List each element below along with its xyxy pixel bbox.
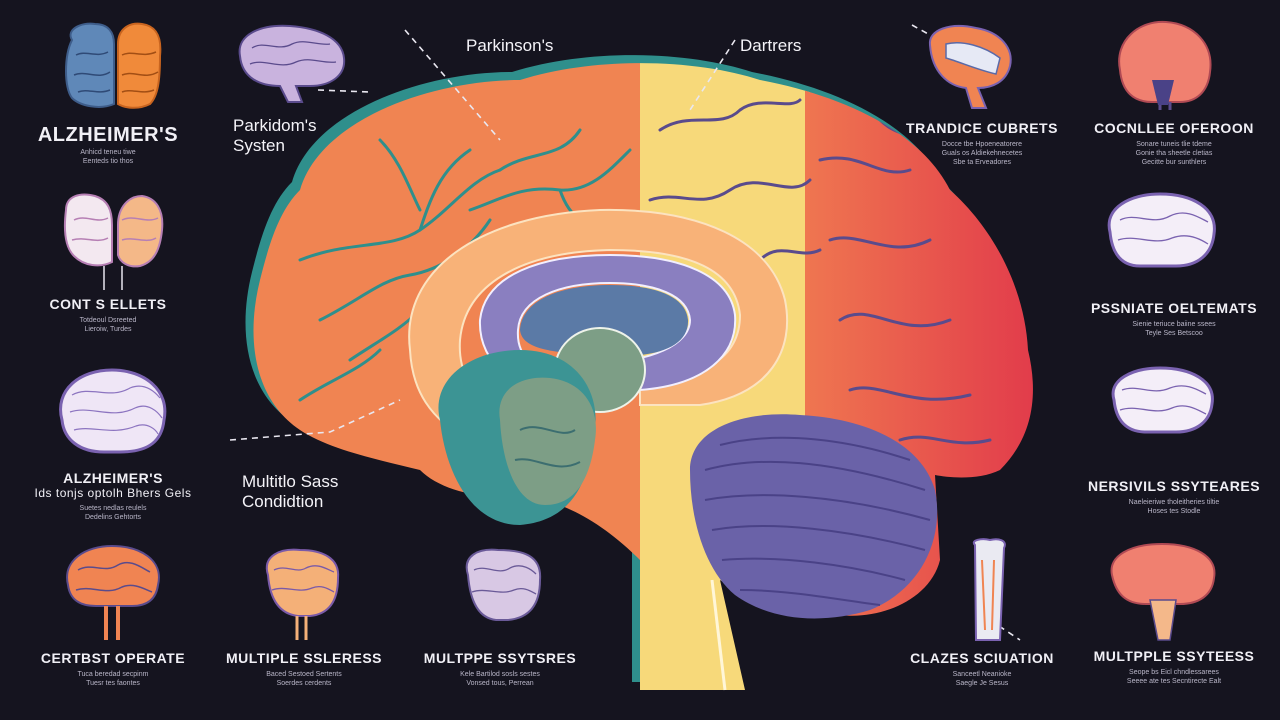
left-panel-3-title: ALZHEIMER'S (63, 470, 163, 486)
bottom-panel-2-sub-line: Kele Bartilod sosls sestes (460, 671, 540, 678)
left-panel-1-title: ALZHEIMER'S (37, 124, 179, 146)
right-panel-5-sub-line: Seope bs Eicl chndlessarees (1129, 669, 1219, 676)
ventricle (478, 253, 737, 391)
left-panel-4-title: CERTBST OPERATE (40, 650, 186, 666)
callout-parkinsons-system: Parkidom's Systen (233, 116, 317, 156)
multiple-systems-brain-icon (465, 548, 542, 621)
right-panel-5-sub-line: Seeee ate tes Secntirecte Ealt (1126, 678, 1222, 685)
bottom-panel-1-sub: Baced Sestoed Sertents Soerdes cerdents (214, 670, 394, 688)
left-panel-2-title: CONT S ELLETS (49, 296, 167, 312)
pssniate-oeltemats-brain-icon (1107, 192, 1216, 268)
left-panel-1-sub-line: Anhicd teneu tiwe (80, 149, 136, 156)
bottom-panel-3-sub: Sanceetl Neanioke Saegle Je Sesus (896, 670, 1068, 688)
callout-multiple-line1: Multitlo Sass (242, 472, 339, 491)
bottom-panel-2-title: MULTPPE SSYTSRES (423, 650, 577, 666)
right-panel-2-sub: Sonare tuneis tlie tdeme Gonie tha sheet… (1076, 140, 1272, 167)
cerebellum (690, 414, 938, 619)
left-panel-3-title2: Ids tonjs optolh Bhers Gels (34, 486, 192, 500)
bottom-panel-1-title: MULTIPLE SSLERESS (225, 650, 383, 666)
callout-parkinsons: Parkinson's (466, 36, 554, 55)
right-panel-1-sub-line: Guals os Aldiekehnecetes (941, 150, 1023, 157)
right-panel-4-sub: Naeleieriwe tholeitheries tiltie Hoses t… (1076, 498, 1272, 516)
trandice-cubrets-brain-icon (928, 24, 1012, 109)
certbst-brain-icon (66, 544, 160, 640)
multpple-systeess-brain-icon (1110, 542, 1216, 641)
bottom-panel-3-sub-line: Sanceetl Neanioke (952, 671, 1012, 678)
right-panel-4-title: NERSIVILS SSYTEARES (1087, 478, 1261, 494)
left-panel-3-sub-line: Suetes nedlas reulels (79, 505, 147, 512)
left-panel-2-sub-line: Totdeoul Dsreeted (79, 317, 137, 324)
right-panel-2-sub-line: Gecitte bur sunthlers (1141, 159, 1207, 166)
right-panel-2-title: COCNLLEE OFEROON (1094, 120, 1254, 136)
alzheimers-brain-icon (65, 22, 162, 109)
bottom-panel-2-sub-line: Vonsed tous, Perrean (466, 680, 534, 687)
bottom-panel-3-sub-line: Saegle Je Sesus (955, 680, 1009, 687)
nersivils-brain-icon (1111, 366, 1214, 434)
callout-dartrers: Dartrers (740, 36, 802, 55)
alzheimers-diffuse-brain-icon (59, 368, 167, 454)
bottom-panel-2-sub: Kele Bartilod sosls sestes Vonsed tous, … (410, 670, 590, 688)
spinal-column-icon (972, 538, 1006, 641)
bottom-panel-3-title: CLAZES SCIUATION (910, 650, 1054, 666)
left-panel-2-sub-line: Lieroiw, Turdes (84, 326, 132, 333)
right-panel-3-sub-line: Sienie teriuce baiine ssees (1132, 321, 1216, 328)
left-panel-3-sub-line: Dedelins Gehtorts (84, 514, 142, 521)
parkinsons-system-brain-icon (238, 24, 346, 103)
right-panel-5-sub: Seope bs Eicl chndlessarees Seeee ate te… (1076, 668, 1272, 686)
cont-sellets-brain-icon (64, 193, 164, 290)
amygdala (499, 377, 596, 505)
right-panel-1-sub-line: Sbe ta Erveadores (953, 159, 1011, 166)
right-panel-2-sub-line: Gonie tha sheetle cletias (1135, 150, 1213, 157)
right-panel-3-sub: Sienie teriuce baiine ssees Teyle Ses Be… (1076, 320, 1272, 338)
left-panel-4-sub-line: Tuca beredad secpinm (77, 671, 149, 678)
gyri (648, 98, 992, 445)
bottom-panel-1-sub-line: Baced Sestoed Sertents (266, 671, 342, 678)
left-panel-3-sub: Suetes nedlas reulels Dedelins Gehtorts (18, 504, 208, 522)
cocnllee-oferoon-brain-icon (1118, 20, 1212, 110)
right-panel-3-sub-line: Teyle Ses Betscoo (1145, 330, 1203, 337)
callout-multiple-line2: Condidtion (242, 492, 324, 511)
right-panel-1-sub-line: Docce tbe Hpoeneatorere (941, 141, 1023, 148)
multiple-sclerosis-brain-icon (265, 548, 340, 640)
right-panel-1-title: TRANDICE CUBRETS (906, 120, 1058, 136)
right-panel-4-sub-line: Naeleieriwe tholeitheries tiltie (1128, 499, 1220, 506)
left-panel-1-sub-line: Eenteds tio thos (82, 158, 134, 165)
left-panel-4-sub-line: Tuesr tes faontes (86, 680, 140, 687)
left-panel-4-sub: Tuca beredad secpinm Tuesr tes faontes (18, 670, 208, 688)
right-panel-5-title: MULTPPLE SSYTEESS (1093, 648, 1255, 664)
right-panel-2-sub-line: Sonare tuneis tlie tdeme (1136, 141, 1212, 148)
left-panel-1-sub: Anhicd teneu tiwe Eenteds tio thos (18, 148, 198, 166)
bottom-panel-1-sub-line: Soerdes cerdents (276, 680, 332, 687)
callout-parkinsons-system-line1: Parkidom's (233, 116, 317, 135)
callout-multiple-condition: Multitlo Sass Condidtion (242, 472, 338, 512)
right-panel-3-title: PSSNIATE OELTEMATS (1090, 300, 1258, 316)
right-panel-1-sub: Docce tbe Hpoeneatorere Guals os Aldieke… (896, 140, 1068, 167)
callout-parkinsons-system-line2: Systen (233, 136, 285, 155)
callout-lines (229, 24, 1021, 641)
left-panel-2-sub: Totdeoul Dsreeted Lieroiw, Turdes (18, 316, 198, 334)
right-panel-4-sub-line: Hoses tes Stodle (1147, 508, 1201, 515)
inner-ventricle (520, 285, 689, 355)
